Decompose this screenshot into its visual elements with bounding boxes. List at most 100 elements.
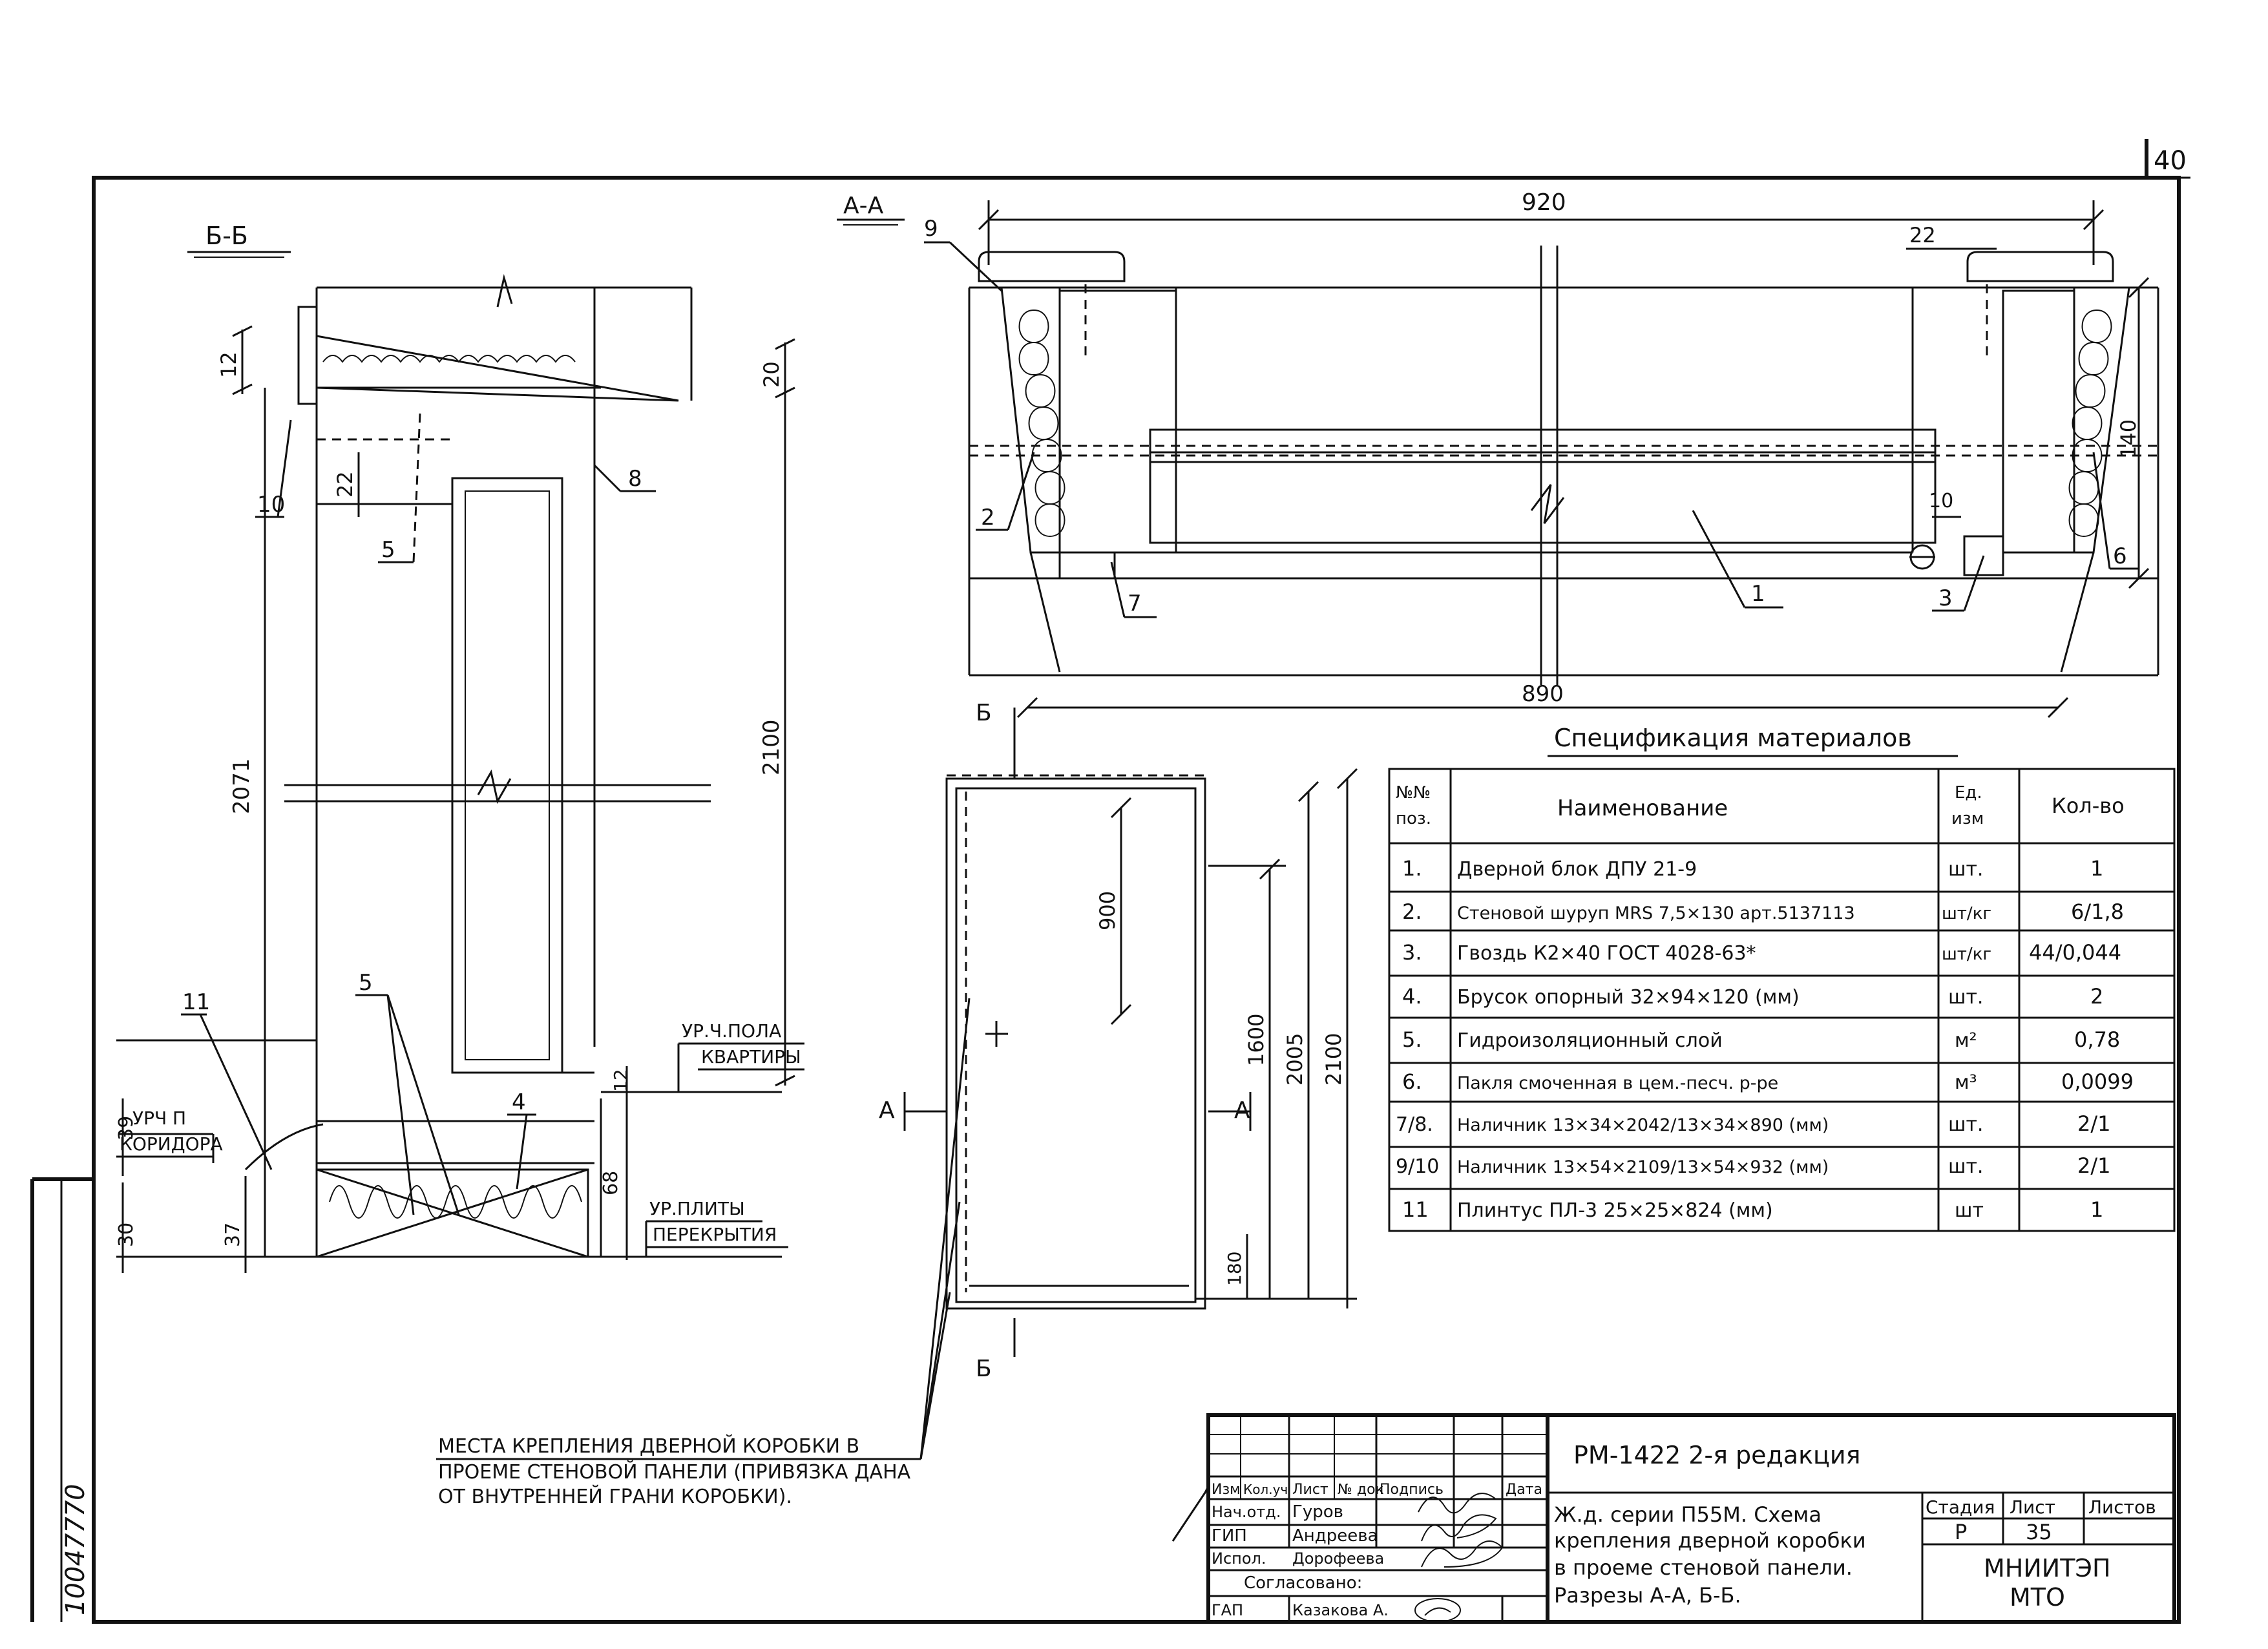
- spec-row: 4. Брусок опорный 32×94×120 (мм) шт. 2: [1402, 984, 2103, 1009]
- spec-row-name: Стеновой шуруп MRS 7,5×130 арт.5137113: [1457, 903, 1855, 923]
- spec-row-name: Дверной блок ДПУ 21-9: [1457, 858, 1697, 881]
- drawing-frame: [30, 139, 2190, 1624]
- spec-row-qty: 6/1,8: [2071, 899, 2124, 924]
- section-aa-left-jamb: [978, 251, 1177, 673]
- tb-agreed: Согласовано:: [1244, 1573, 1362, 1593]
- tb-sheets-header: Листов: [2088, 1497, 2156, 1518]
- tb-sheet: 35: [2026, 1520, 2052, 1544]
- spec-header-name: Наименование: [1557, 795, 1728, 821]
- callout-5-bottom: 5: [359, 970, 373, 996]
- dim-22-aa-label: 22: [1909, 223, 1936, 247]
- tb-role-2: ГИП: [1212, 1526, 1247, 1546]
- dim-2100-elev-label: 2100: [1321, 1033, 1346, 1086]
- spec-row-unit: м²: [1955, 1029, 1977, 1052]
- section-aa-wall: [968, 246, 2159, 685]
- callout-7: 7: [1128, 591, 1142, 616]
- spec-header-pos-2: поз.: [1396, 809, 1431, 828]
- spec-row-pos: 9/10: [1396, 1155, 1439, 1178]
- spec-header-unit-1: Ед.: [1955, 783, 1982, 803]
- note-line-3: ОТ ВНУТРЕННЕЙ ГРАНИ КОРОБКИ).: [438, 1485, 792, 1508]
- spec-row: 5. Гидроизоляционный слой м² 0,78: [1402, 1027, 2120, 1052]
- mounting-note: МЕСТА КРЕПЛЕНИЯ ДВЕРНОЙ КОРОБКИ В ПРОЕМЕ…: [436, 998, 971, 1508]
- tb-org-2: МТО: [2010, 1583, 2065, 1612]
- spec-row-unit: шт.: [1948, 986, 1983, 1009]
- signature-4: [1414, 1598, 1461, 1623]
- door-elevation: Б Б А А 900 1600 2005 2100 180: [879, 700, 1358, 1382]
- section-bb-dim-68: 68: [600, 1171, 622, 1195]
- section-bb-dim-12-top: 12: [216, 352, 241, 378]
- spec-table: Спецификация материалов №№ поз. Наименов…: [1388, 724, 2176, 1232]
- section-aa-dims: 22 140 10 890: [1016, 223, 2150, 719]
- level-slab-label-2: ПЕРЕКРЫТИЯ: [653, 1224, 777, 1245]
- section-bb-wall: [284, 274, 711, 1258]
- section-bb: Б-Б: [115, 222, 804, 1273]
- section-aa-callouts: 9 2 7 1 3 6: [924, 216, 2139, 618]
- tb-col-koluch: Кол.уч: [1243, 1482, 1288, 1497]
- dim-140-label: 140: [2116, 419, 2141, 459]
- level-corridor: УРЧ П КОРИДОРА: [116, 1108, 223, 1163]
- cut-label-b-top: Б: [976, 700, 992, 726]
- spec-row-unit: шт.: [1948, 1113, 1983, 1136]
- level-floor-label-2: КВАРТИРЫ: [701, 1046, 801, 1067]
- tb-stage: Р: [1955, 1520, 1967, 1544]
- callout-10: 10: [257, 492, 285, 518]
- spec-row: 2. Стеновой шуруп MRS 7,5×130 арт.513711…: [1402, 899, 2124, 924]
- dim-920-label: 920: [1522, 189, 1566, 216]
- tb-col-data: Дата: [1506, 1482, 1542, 1498]
- spec-row-qty: 1: [2090, 1197, 2103, 1222]
- note-line-1: МЕСТА КРЕПЛЕНИЯ ДВЕРНОЙ КОРОБКИ В: [438, 1434, 859, 1458]
- callout-9: 9: [924, 216, 938, 242]
- section-bb-dim-30: 30: [115, 1223, 138, 1247]
- spec-row-pos: 5.: [1402, 1027, 1422, 1052]
- signature-2: [1421, 1514, 1497, 1542]
- dim-900-label: 900: [1095, 891, 1120, 930]
- spec-row-unit: шт.: [1948, 1155, 1983, 1178]
- spec-row-qty: 0,0099: [2061, 1069, 2134, 1094]
- spec-row: 11 Плинтус ПЛ-3 25×25×824 (мм) шт 1: [1402, 1197, 2103, 1222]
- spec-row-unit: шт/кг: [1942, 904, 1991, 923]
- spec-row-unit: м³: [1955, 1071, 1977, 1094]
- spec-row-pos: 3.: [1402, 940, 1422, 965]
- level-slab: УР.ПЛИТЫ ПЕРЕКРЫТИЯ: [645, 1198, 788, 1257]
- spec-row: 3. Гвоздь К2×40 ГОСТ 4028-63* шт/кг 44/0…: [1402, 940, 2121, 965]
- spec-row-pos: 2.: [1402, 899, 1422, 924]
- spec-row-name: Наличник 13×54×2109/13×54×932 (мм): [1457, 1157, 1829, 1177]
- spec-title: Спецификация материалов: [1554, 724, 1912, 752]
- spec-header-unit-2: изм: [1951, 809, 1984, 828]
- section-aa-dim-920: 920: [978, 189, 2105, 265]
- tb-name-2: Андреева: [1292, 1526, 1378, 1546]
- tb-col-podpis: Подпись: [1380, 1482, 1444, 1498]
- section-bb-casing-top: [297, 306, 679, 441]
- section-bb-label: Б-Б: [205, 222, 248, 250]
- spec-row-name: Гидроизоляционный слой: [1457, 1029, 1723, 1052]
- section-aa-right-jamb: [1909, 251, 2130, 673]
- signature-1: [1418, 1493, 1496, 1514]
- spec-header-qty: Кол-во: [2052, 793, 2125, 818]
- cut-label-b-bottom: Б: [976, 1356, 992, 1382]
- spec-row-pos: 4.: [1402, 984, 1422, 1009]
- section-bb-door-leaf: [317, 477, 594, 1074]
- spec-row-qty: 2: [2090, 984, 2103, 1009]
- level-floor-label-1: УР.Ч.ПОЛА: [682, 1020, 781, 1042]
- section-aa: А-А 920: [837, 189, 2159, 719]
- dim-2005-label: 2005: [1283, 1033, 1307, 1086]
- section-bb-dim-12-bottom: 12: [610, 1069, 631, 1092]
- spec-row: 6. Пакля смоченная в цем.-песч. р-ре м³ …: [1402, 1069, 2134, 1094]
- spec-row-qty: 2/1: [2077, 1153, 2111, 1178]
- section-bb-dim-20: 20: [759, 361, 784, 388]
- archive-number: 10047770: [61, 1484, 90, 1615]
- sheet-number: 40: [2154, 146, 2187, 176]
- spec-header-pos-1: №№: [1396, 783, 1431, 803]
- level-apartment-floor: УР.Ч.ПОЛА КВАРТИРЫ: [677, 1020, 804, 1092]
- callout-1: 1: [1751, 581, 1765, 607]
- dim-890-label: 890: [1522, 681, 1564, 707]
- spec-row-name: Брусок опорный 32×94×120 (мм): [1457, 986, 1800, 1009]
- tb-sheet-header: Лист: [2010, 1497, 2055, 1518]
- section-bb-callouts: 10 5 8 11 5 4: [181, 413, 656, 1215]
- spec-row-name: Наличник 13×34×2042/13×34×890 (мм): [1457, 1115, 1829, 1135]
- level-corridor-label-1: УРЧ П: [132, 1108, 186, 1129]
- dim-180-label: 180: [1224, 1252, 1245, 1286]
- section-bb-dim-2100: 2100: [759, 719, 784, 775]
- spec-row-qty: 0,78: [2074, 1027, 2120, 1052]
- tb-stage-header: Стадия: [1926, 1497, 1995, 1518]
